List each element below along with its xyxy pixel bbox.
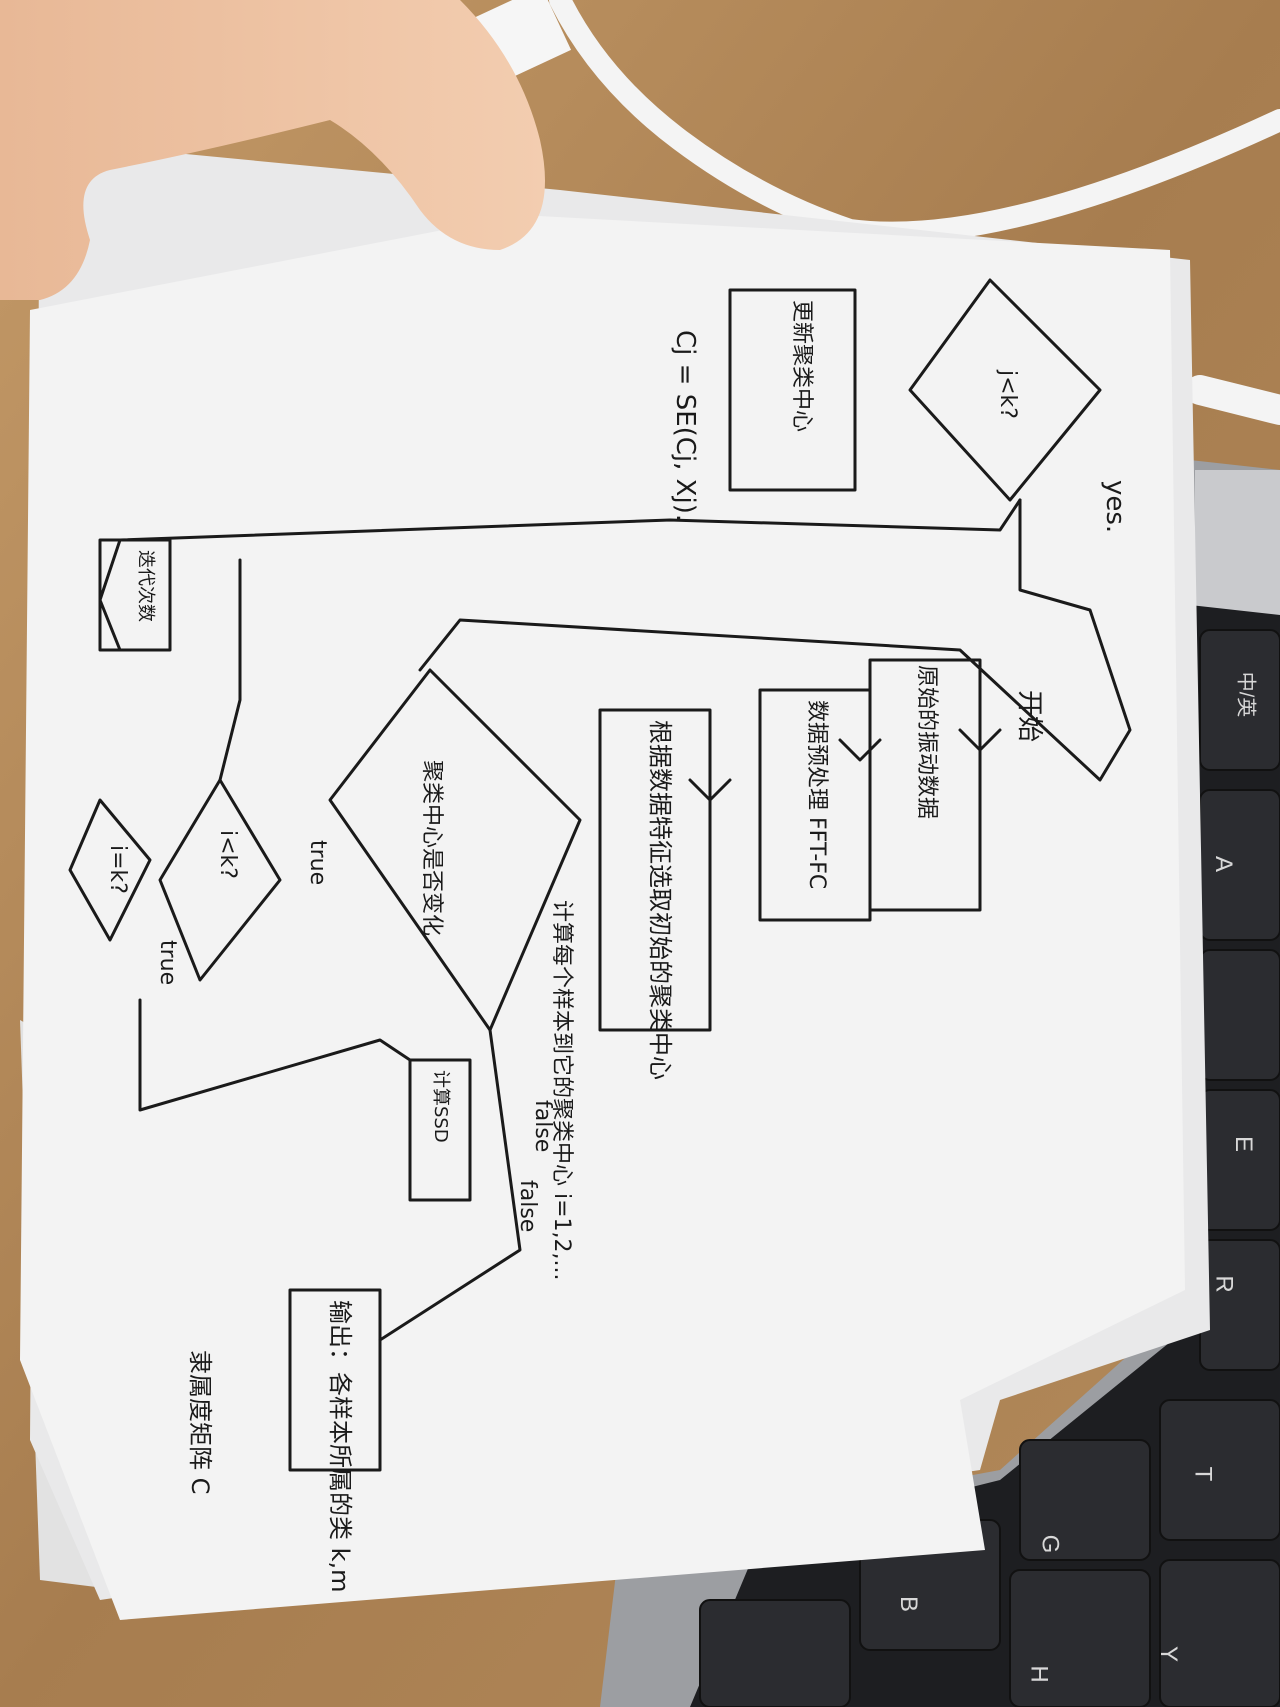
cable-segment (1185, 375, 1280, 425)
condition-j-lt-k: j<k? (995, 370, 1020, 419)
key-y: Y (1155, 1645, 1183, 1663)
step-select-centers: 根据数据特征选取初始的聚类中心 (646, 720, 674, 1080)
branch-true-1: true (305, 840, 330, 886)
start-label: 开始 (1014, 690, 1044, 743)
step-update-center: 更新聚类中心 (789, 300, 814, 433)
key-e: E (1230, 1135, 1258, 1153)
key-b: B (895, 1595, 923, 1613)
step-compute-distance: 计算每个样本到它的聚类中心 i=1,2,... (549, 900, 574, 1281)
condition-i-eq-k: i=k? (105, 845, 130, 894)
diamond-i-eq-k (68, 798, 152, 942)
hand (0, 0, 545, 300)
key-h: H (1025, 1665, 1053, 1683)
branch-true-2: true (155, 940, 180, 986)
step-raw-data: 原始的振动数据 (914, 665, 939, 820)
key-t: T (1189, 1466, 1217, 1482)
box-output (288, 1288, 382, 1472)
key-g: G (1036, 1534, 1064, 1554)
box-preprocess (758, 688, 872, 922)
paper-sheet (20, 215, 1185, 1620)
branch-yes: yes. (1100, 480, 1130, 534)
output-iterations: 迭代次数 (135, 550, 156, 622)
speaker-grille (1195, 470, 1280, 620)
step-formula: Cj = SE(Cj, Xj). (670, 330, 700, 523)
diamond-i-k (158, 778, 282, 982)
condition-center-change: 聚类中心是否变化 (419, 760, 444, 937)
final-output-line-2: 隶属度矩阵 C (186, 1350, 214, 1495)
output-ssd: 计算SSD (430, 1070, 451, 1143)
box-update-center (728, 288, 857, 492)
key-a: A (1210, 855, 1238, 873)
usb-cable (549, 0, 1280, 244)
key-ime: 中/英 (1234, 671, 1257, 718)
diamond-j (908, 278, 1102, 502)
branch-false-2: false (515, 1180, 540, 1233)
step-preprocess: 数据预处理 FFT-FC (804, 700, 829, 890)
box-iterations (98, 538, 172, 652)
final-output-line-1: 输出：各样本所属的类 k,m (326, 1300, 354, 1593)
key-r: R (1210, 1275, 1238, 1293)
box-select-centers (598, 708, 712, 1032)
branch-false-1: false (530, 1100, 555, 1153)
flowchart-drawing (68, 278, 1132, 1472)
keyboard-area (690, 605, 1280, 1707)
box-ssd (408, 1058, 472, 1202)
condition-i-lt-k: i<k? (215, 830, 240, 879)
